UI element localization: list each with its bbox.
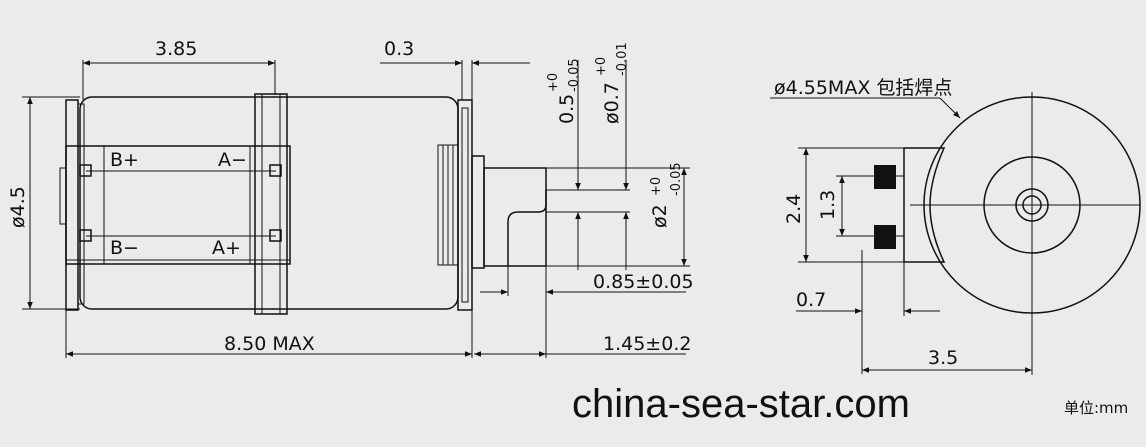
dim-shaft-dia: ø2 bbox=[649, 204, 671, 228]
motor-body bbox=[79, 96, 459, 310]
dim-shaft-tol-lower: -0.01 bbox=[615, 42, 630, 76]
dim-terminal-span: 2.4 bbox=[783, 194, 805, 224]
watermark: china-sea-star.com bbox=[572, 382, 910, 426]
pin-label-aplus: A+ bbox=[212, 237, 241, 259]
dim-shaft-len: 0.85±0.05 bbox=[593, 271, 694, 293]
terminal-top bbox=[874, 165, 896, 189]
dim-flat-tol-lower: -0.05 bbox=[567, 58, 582, 92]
pin-label-aminus: A− bbox=[218, 149, 247, 171]
dim-shaft-dia-lower: -0.05 bbox=[669, 162, 684, 196]
pin-label-bplus: B+ bbox=[110, 149, 139, 171]
dim-shaft-tol-upper: +0 bbox=[594, 57, 609, 76]
unit-label: 单位:mm bbox=[1064, 399, 1128, 417]
dim-width-top: 3.85 bbox=[155, 38, 197, 60]
dim-flat-tol-upper: +0 bbox=[546, 73, 561, 92]
dim-shaft-dia-upper: +0 bbox=[649, 177, 664, 196]
dim-max-dia: ø4.55MAX 包括焊点 bbox=[774, 77, 952, 99]
pcb-board bbox=[65, 145, 291, 265]
dim-shaft-tol: ø0.7 bbox=[601, 82, 623, 124]
left-flange bbox=[65, 99, 79, 311]
dim-gap-top: 0.3 bbox=[384, 38, 414, 60]
right-flange bbox=[457, 99, 473, 311]
dim-terminal-pitch: 1.3 bbox=[817, 190, 839, 220]
motor-shaft bbox=[471, 155, 485, 269]
middle-band bbox=[254, 93, 288, 315]
pin-label-bminus: B− bbox=[110, 237, 139, 259]
terminal-block bbox=[903, 147, 946, 263]
dim-diameter-left: ø4.5 bbox=[7, 186, 29, 228]
end-view: ø4.55MAX 包括焊点 2.4 1.3 0.7 3.5 bbox=[770, 77, 1141, 375]
dim-shaft-total: 1.45±0.2 bbox=[603, 333, 691, 355]
dim-flat-tol: 0.5 bbox=[556, 94, 578, 124]
side-view: B+ A− B− A+ 3.85 0.3 ø4.5 0.5 +0 -0.05 ø… bbox=[7, 38, 694, 358]
dim-offset: 0.7 bbox=[796, 289, 826, 311]
dim-total-length: 8.50 MAX bbox=[224, 333, 315, 355]
dim-depth: 3.5 bbox=[928, 347, 958, 369]
terminal-bottom bbox=[874, 225, 896, 249]
